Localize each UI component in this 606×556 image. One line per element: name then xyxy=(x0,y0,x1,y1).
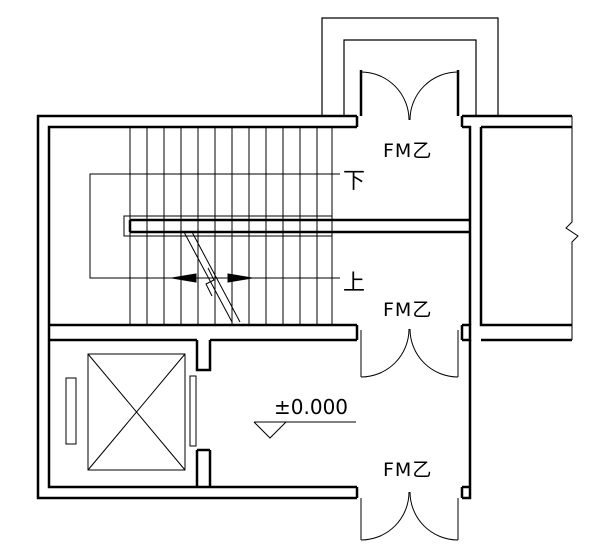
elevator-door xyxy=(189,375,197,447)
door-label-bottom: FM乙 xyxy=(383,459,432,481)
bottom-door xyxy=(355,487,464,541)
stair-down-label: 下 xyxy=(343,169,365,194)
elevation-label: ±0.000 xyxy=(274,395,348,419)
stair-up-label: 上 xyxy=(343,271,365,296)
top-door-jambs xyxy=(355,70,464,127)
stair-treads xyxy=(129,127,333,325)
right-wing-walls xyxy=(462,125,572,487)
outer-walls xyxy=(36,114,572,500)
mid-door-swing xyxy=(360,328,459,378)
door-label-top: FM乙 xyxy=(383,140,432,162)
stair-arrows xyxy=(171,273,253,283)
door-label-mid: FM乙 xyxy=(383,299,432,321)
handrail xyxy=(123,215,333,237)
triangle-elevation-icon xyxy=(253,421,356,439)
stair-break-icon xyxy=(183,231,241,323)
zigzag-break-icon xyxy=(565,116,579,340)
counterweight xyxy=(65,377,77,445)
top-door-swing xyxy=(360,71,459,121)
middle-cross-wall xyxy=(49,323,464,342)
elevator-shaft xyxy=(195,340,212,487)
crossed-box-icon xyxy=(87,353,186,471)
top-vestibule xyxy=(321,17,499,116)
